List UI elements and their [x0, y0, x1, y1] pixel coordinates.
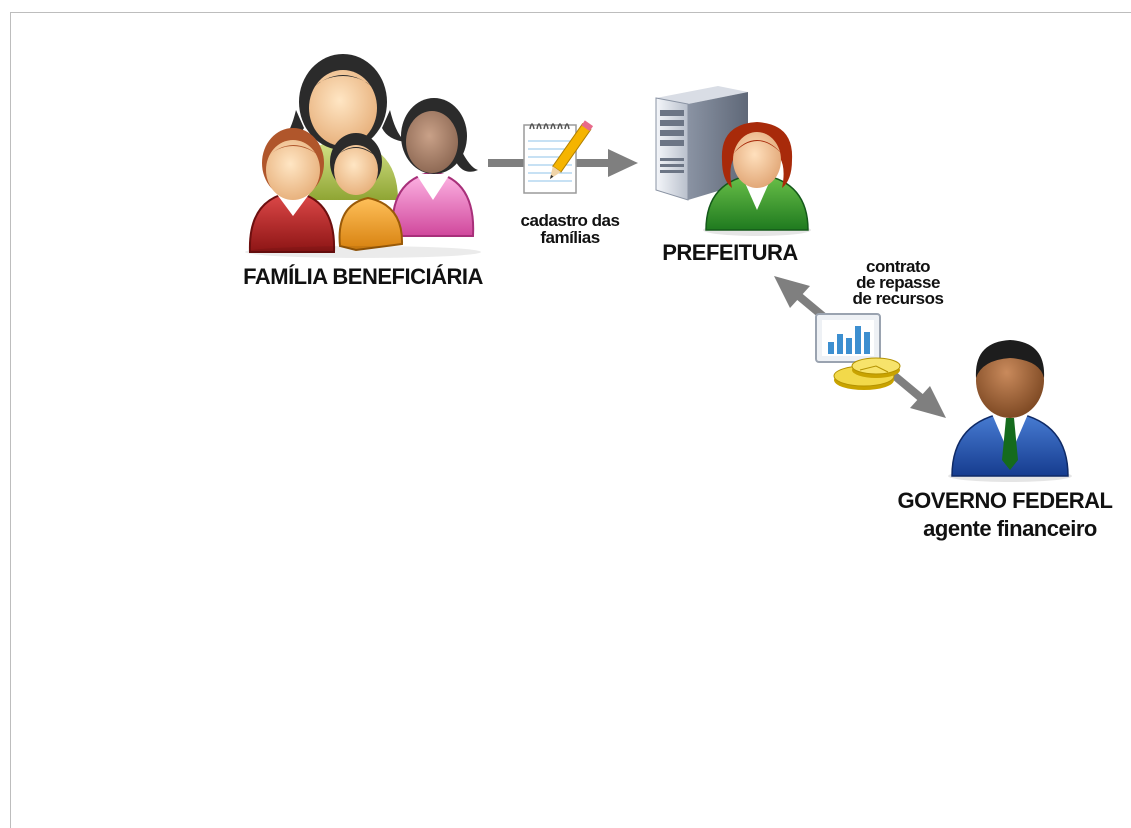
slide-frame — [10, 12, 1131, 828]
businessman-avatar-icon — [948, 340, 1072, 482]
businessman-hair — [975, 340, 1045, 378]
government-label-line2: agente financeiro — [923, 516, 1097, 541]
registration-label-line1: cadastro das — [520, 211, 620, 230]
contract-label-line3: de recursos — [852, 289, 944, 308]
family-label: FAMÍLIA BENEFICIÁRIA — [243, 264, 483, 289]
notepad-pencil-icon — [523, 120, 594, 194]
bar-chart-monitor-icon — [815, 313, 881, 363]
server-tower-icon — [655, 86, 748, 201]
city-label: PREFEITURA — [662, 240, 798, 265]
contract-label-line2: de repasse — [856, 273, 940, 292]
girl-body — [338, 196, 404, 252]
mother-face — [309, 70, 377, 146]
family-group-icon — [245, 54, 481, 258]
woman-face — [406, 111, 458, 173]
tie-icon — [1002, 418, 1018, 470]
government-label-line1: GOVERNO FEDERAL — [897, 488, 1113, 513]
woman-avatar-face — [733, 132, 781, 188]
boy-face — [266, 140, 320, 200]
registration-label-line2: famílias — [540, 228, 600, 247]
coin-stack-icon — [833, 357, 901, 390]
woman-avatar-icon — [703, 122, 811, 236]
girl-face — [334, 145, 378, 195]
contract-label-line1: contrato — [866, 257, 931, 276]
